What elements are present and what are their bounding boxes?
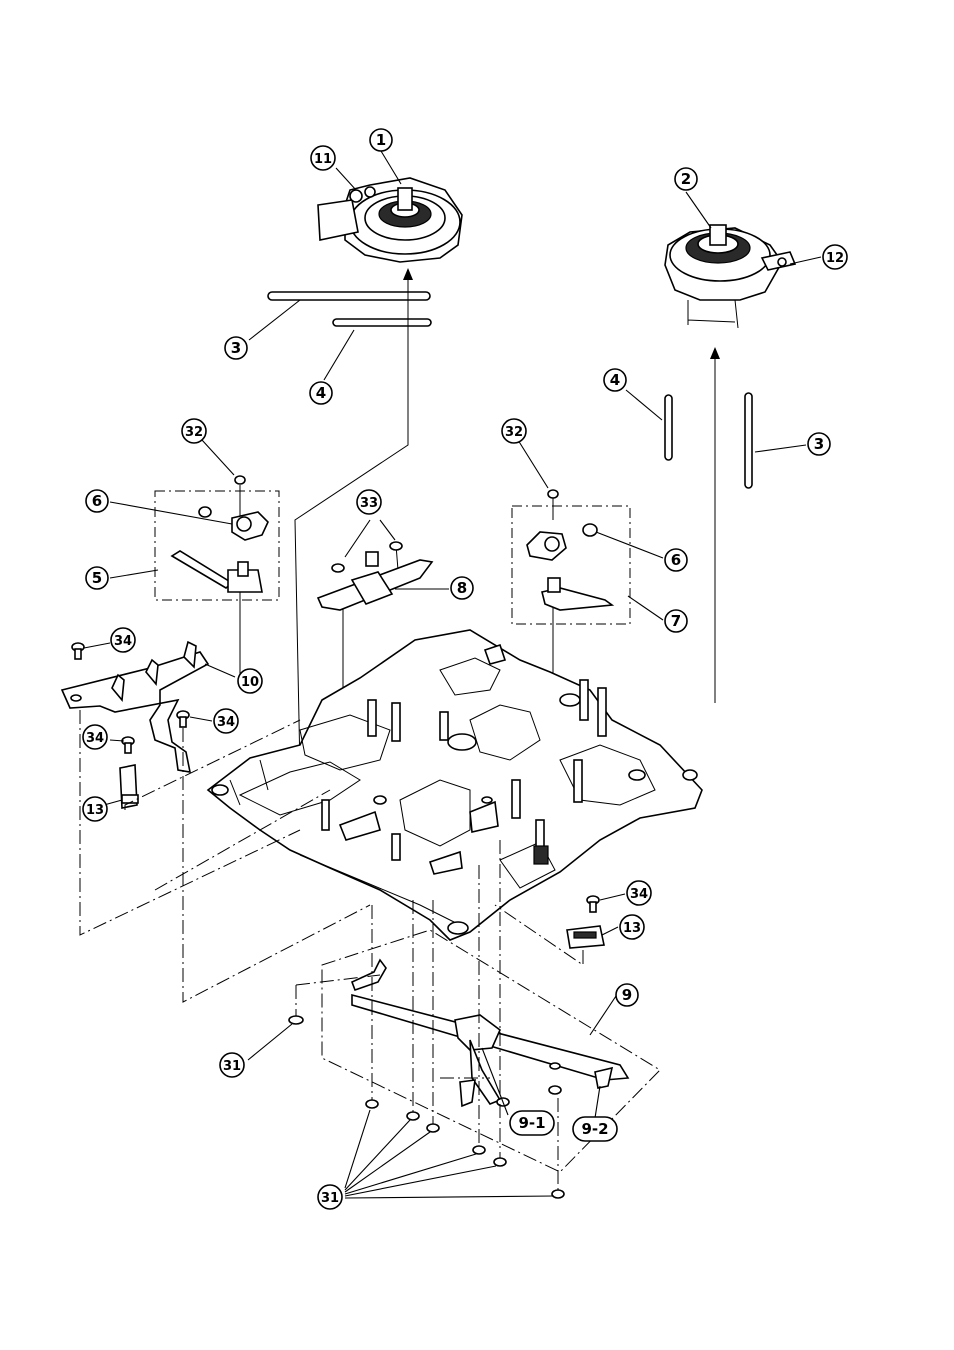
callout-5: 5	[86, 567, 108, 589]
takeup-reel-table	[665, 225, 795, 328]
callout-5-label: 5	[92, 569, 102, 587]
belt-4-vertical	[665, 395, 672, 460]
callout-11-label: 11	[314, 152, 332, 167]
callout-13-left-label: 13	[86, 803, 104, 818]
callout-1-label: 1	[376, 131, 386, 149]
sublabel-9-1-text: 9-1	[518, 1114, 545, 1132]
callout-6-left: 6	[86, 490, 108, 512]
screw-34-upper-left	[72, 643, 84, 659]
callout-31-left-label: 31	[223, 1059, 241, 1074]
callout-34-c: 34	[83, 725, 107, 749]
bracket-10	[62, 642, 208, 772]
callout-4-left-label: 4	[316, 384, 326, 402]
callout-32-right: 32	[502, 419, 526, 443]
callout-31-bottom: 31	[318, 1185, 342, 1209]
belt-3-horizontal	[268, 292, 430, 300]
callout-33: 33	[357, 490, 381, 514]
belt-3-vertical	[745, 393, 752, 488]
callout-13-right: 13	[620, 915, 644, 939]
bracket-13-left	[120, 765, 138, 808]
sublabel-9-1: 9-1	[510, 1111, 554, 1135]
subassembly-box-5	[155, 476, 279, 600]
slide-part-8	[318, 542, 432, 610]
callout-10-label: 10	[241, 675, 259, 690]
callout-34-b-label: 34	[217, 715, 235, 730]
callout-10: 10	[238, 669, 262, 693]
callout-9: 9	[616, 984, 638, 1006]
supply-reel-table	[318, 178, 462, 262]
callout-34-a-label: 34	[114, 634, 132, 649]
callout-8: 8	[451, 577, 473, 599]
screw-34-mid	[177, 711, 189, 727]
callout-4-right-label: 4	[610, 371, 620, 389]
callout-6-right-label: 6	[671, 551, 681, 569]
callout-31-left: 31	[220, 1053, 244, 1077]
callout-8-label: 8	[457, 579, 467, 597]
callout-13-right-label: 13	[623, 921, 641, 936]
belt-4-horizontal	[333, 319, 431, 326]
callout-32-right-label: 32	[505, 425, 523, 440]
subassembly-box-7	[512, 490, 630, 624]
screw-34-left	[122, 737, 134, 753]
callout-3-right-label: 3	[814, 435, 824, 453]
callout-3-left: 3	[225, 337, 247, 359]
callout-6-left-label: 6	[92, 492, 102, 510]
callout-12: 12	[823, 245, 847, 269]
bracket-13-right	[567, 926, 604, 948]
callout-7: 7	[665, 610, 687, 632]
callout-4-left: 4	[310, 382, 332, 404]
callout-11: 11	[311, 146, 335, 170]
callout-2-label: 2	[681, 170, 691, 188]
callout-1: 1	[370, 129, 392, 151]
callout-32-left: 32	[182, 419, 206, 443]
callout-34-d: 34	[627, 881, 651, 905]
callout-3-left-label: 3	[231, 339, 241, 357]
callout-34-d-label: 34	[630, 887, 648, 902]
callout-13-left: 13	[83, 797, 107, 821]
sublabel-9-2: 9-2	[573, 1117, 617, 1141]
screw-34-right	[587, 896, 599, 912]
callout-7-label: 7	[671, 612, 681, 630]
sublabel-9-2-text: 9-2	[581, 1120, 608, 1138]
callout-3-right: 3	[808, 433, 830, 455]
callout-4-right: 4	[604, 369, 626, 391]
callout-2: 2	[675, 168, 697, 190]
callout-9-label: 9	[622, 986, 632, 1004]
callout-33-label: 33	[360, 496, 378, 511]
callout-6-right: 6	[665, 549, 687, 571]
callout-34-c-label: 34	[86, 731, 104, 746]
callout-12-label: 12	[826, 251, 844, 266]
callout-34-b: 34	[214, 709, 238, 733]
callout-31-bottom-label: 31	[321, 1191, 339, 1206]
callout-34-a: 34	[111, 628, 135, 652]
callout-32-left-label: 32	[185, 425, 203, 440]
